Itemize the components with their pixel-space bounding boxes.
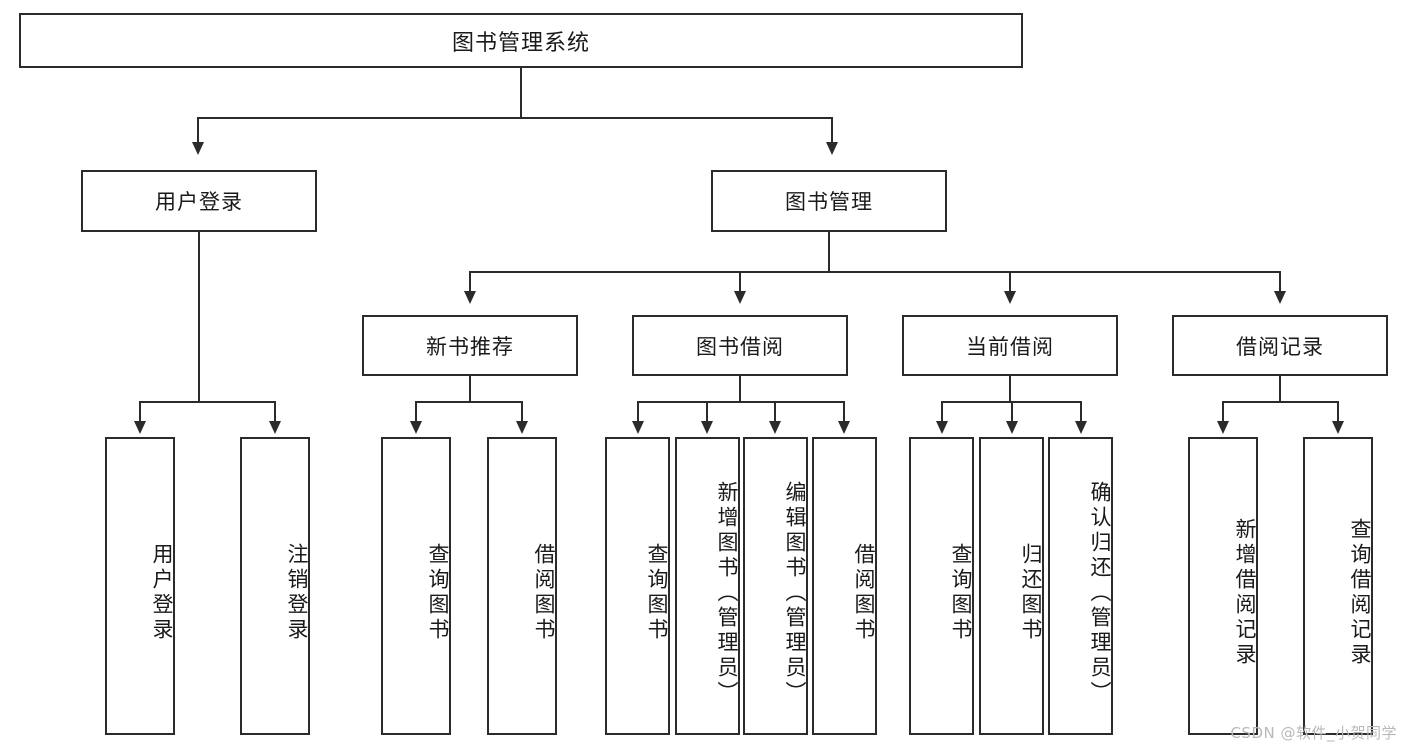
connector-br-stem bbox=[1279, 376, 1281, 402]
node-label: 新书推荐 bbox=[426, 334, 514, 359]
connector-book-manage-bus bbox=[469, 271, 1281, 273]
connector-root-bus bbox=[197, 117, 833, 119]
connector-br-drop-2 bbox=[1337, 401, 1339, 423]
node-label: 借阅图书 bbox=[852, 543, 876, 643]
node-book-management[interactable]: 图书管理 bbox=[711, 170, 947, 232]
connector-br-drop-1 bbox=[1222, 401, 1224, 423]
node-label: 查询图书 bbox=[426, 543, 450, 643]
connector-user-login-drop-1 bbox=[139, 401, 141, 423]
arrowhead-leaf-logout bbox=[269, 421, 281, 434]
leaf-nbr-query-book[interactable]: 查询图书 bbox=[381, 437, 451, 735]
node-label: 用户登录 bbox=[155, 190, 243, 214]
connector-bb-bus bbox=[637, 401, 844, 403]
connector-bb-drop-1 bbox=[637, 401, 639, 423]
leaf-bb-query-book[interactable]: 查询图书 bbox=[605, 437, 670, 735]
node-user-login[interactable]: 用户登录 bbox=[81, 170, 317, 232]
node-current-borrow[interactable]: 当前借阅 bbox=[902, 315, 1118, 376]
arrowhead-cb-leaf-2 bbox=[1006, 421, 1018, 434]
connector-cb-drop-3 bbox=[1080, 401, 1082, 423]
arrowhead-book-manage bbox=[826, 142, 838, 155]
connector-bb-drop-4 bbox=[843, 401, 845, 423]
csdn-watermark: CSDN @软件_小贺同学 bbox=[1230, 724, 1397, 742]
arrowhead-current-borrow bbox=[1004, 291, 1016, 304]
leaf-bb-add-book-admin[interactable]: 新增图书（管理员） bbox=[675, 437, 740, 735]
arrowhead-nbr-leaf-1 bbox=[410, 421, 422, 434]
node-root-system[interactable]: 图书管理系统 bbox=[19, 13, 1023, 68]
leaf-cb-confirm-return-admin[interactable]: 确认归还（管理员） bbox=[1048, 437, 1113, 735]
leaf-cb-query-book[interactable]: 查询图书 bbox=[909, 437, 974, 735]
node-label: 编辑图书（管理员） bbox=[783, 480, 807, 706]
node-label: 确认归还（管理员） bbox=[1088, 480, 1112, 706]
connector-bm-drop-3 bbox=[1009, 271, 1011, 293]
leaf-bb-edit-book-admin[interactable]: 编辑图书（管理员） bbox=[743, 437, 808, 735]
node-label: 当前借阅 bbox=[966, 334, 1054, 359]
arrowhead-nbr-leaf-2 bbox=[516, 421, 528, 434]
connector-cb-drop-1 bbox=[941, 401, 943, 423]
arrowhead-br-leaf-2 bbox=[1332, 421, 1344, 434]
arrowhead-cb-leaf-3 bbox=[1075, 421, 1087, 434]
connector-bb-drop-3 bbox=[774, 401, 776, 423]
node-label: 借阅图书 bbox=[532, 543, 556, 643]
node-label: 查询图书 bbox=[645, 543, 669, 643]
leaf-logout[interactable]: 注销登录 bbox=[240, 437, 310, 735]
leaf-user-login[interactable]: 用户登录 bbox=[105, 437, 175, 735]
node-label: 查询借阅记录 bbox=[1348, 518, 1372, 668]
connector-root-to-user-login bbox=[197, 117, 199, 145]
connector-cb-stem bbox=[1009, 376, 1011, 402]
arrowhead-cb-leaf-1 bbox=[936, 421, 948, 434]
arrowhead-br-leaf-1 bbox=[1217, 421, 1229, 434]
connector-nbr-drop-1 bbox=[415, 401, 417, 423]
leaf-nbr-borrow-book[interactable]: 借阅图书 bbox=[487, 437, 557, 735]
node-label: 图书借阅 bbox=[696, 334, 784, 359]
connector-cb-drop-2 bbox=[1011, 401, 1013, 423]
node-label: 图书管理 bbox=[785, 190, 873, 214]
node-label: 借阅记录 bbox=[1236, 334, 1324, 359]
arrowhead-leaf-user-login bbox=[134, 421, 146, 434]
connector-bm-drop-2 bbox=[739, 271, 741, 293]
arrowhead-bb-leaf-4 bbox=[838, 421, 850, 434]
leaf-cb-return-book[interactable]: 归还图书 bbox=[979, 437, 1044, 735]
arrowhead-bb-leaf-1 bbox=[632, 421, 644, 434]
arrowhead-book-borrow bbox=[734, 291, 746, 304]
connector-user-login-drop-2 bbox=[274, 401, 276, 423]
node-label: 新增借阅记录 bbox=[1233, 518, 1257, 668]
node-label: 注销登录 bbox=[285, 543, 309, 643]
leaf-br-query-record[interactable]: 查询借阅记录 bbox=[1303, 437, 1373, 735]
node-borrow-record[interactable]: 借阅记录 bbox=[1172, 315, 1388, 376]
leaf-bb-borrow-book[interactable]: 借阅图书 bbox=[812, 437, 877, 735]
connector-bm-drop-1 bbox=[469, 271, 471, 293]
node-label: 新增图书（管理员） bbox=[715, 480, 739, 706]
connector-bb-drop-2 bbox=[706, 401, 708, 423]
arrowhead-bb-leaf-2 bbox=[701, 421, 713, 434]
connector-nbr-bus bbox=[415, 401, 523, 403]
arrowhead-borrow-record bbox=[1274, 291, 1286, 304]
arrowhead-bb-leaf-3 bbox=[769, 421, 781, 434]
connector-bm-drop-4 bbox=[1279, 271, 1281, 293]
node-new-book-recommend[interactable]: 新书推荐 bbox=[362, 315, 578, 376]
connector-user-login-bus bbox=[139, 401, 275, 403]
connector-nbr-stem bbox=[469, 376, 471, 402]
node-book-borrow[interactable]: 图书借阅 bbox=[632, 315, 848, 376]
connector-br-bus bbox=[1222, 401, 1338, 403]
arrowhead-new-book bbox=[464, 291, 476, 304]
leaf-br-add-record[interactable]: 新增借阅记录 bbox=[1188, 437, 1258, 735]
node-label: 图书管理系统 bbox=[451, 30, 590, 56]
node-label: 归还图书 bbox=[1019, 543, 1043, 643]
arrowhead-user-login bbox=[192, 142, 204, 155]
connector-root-to-book-manage bbox=[831, 117, 833, 145]
node-label: 查询图书 bbox=[949, 543, 973, 643]
connector-bb-stem bbox=[739, 376, 741, 402]
connector-root-stem bbox=[520, 68, 522, 118]
connector-nbr-drop-2 bbox=[521, 401, 523, 423]
connector-book-manage-stem bbox=[828, 232, 830, 272]
connector-user-login-stem bbox=[198, 232, 200, 402]
node-label: 用户登录 bbox=[150, 543, 174, 643]
